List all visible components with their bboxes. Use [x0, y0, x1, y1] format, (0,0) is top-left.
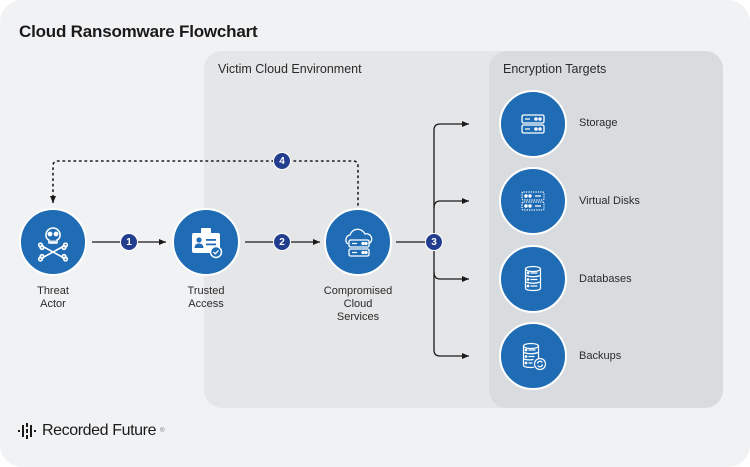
- cloud-server-icon: [345, 228, 373, 257]
- trusted-access-label: Trusted Access: [156, 285, 256, 311]
- database-icon: [524, 265, 542, 292]
- step-badge-4: 4: [273, 152, 291, 170]
- database-backup-icon: [522, 342, 547, 371]
- target-label-backups: Backups: [579, 350, 622, 362]
- step-badge-1: 1: [120, 233, 138, 251]
- threat-actor-node: [19, 208, 87, 276]
- label-line: Services: [336, 311, 380, 323]
- target-label-storage: Storage: [579, 117, 618, 129]
- label-line: Actor: [40, 298, 66, 310]
- recorded-future-mark-icon: [18, 423, 36, 439]
- step-badge-3: 3: [425, 233, 443, 251]
- targets-panel-label: Encryption Targets: [503, 62, 607, 76]
- backups-node: [499, 322, 567, 390]
- victim-panel-label: Victim Cloud Environment: [218, 62, 362, 76]
- step-badge-2: 2: [273, 233, 291, 251]
- label-line: Access: [188, 298, 224, 310]
- id-badge-check-icon: [192, 228, 223, 259]
- threat-actor-label: Threat Actor: [3, 285, 103, 311]
- databases-node: [499, 245, 567, 313]
- logo-text: Recorded Future: [42, 422, 157, 439]
- skull-crossbones-icon: [37, 227, 69, 262]
- registered-mark: ®: [160, 428, 165, 434]
- label-line: Trusted: [187, 285, 225, 297]
- server-stack-icon: [521, 114, 545, 134]
- trusted-access-node: [172, 208, 240, 276]
- storage-node: [499, 90, 567, 158]
- label-line: Cloud: [343, 298, 373, 310]
- compromised-cloud-node: [324, 208, 392, 276]
- label-line: Compromised: [323, 285, 393, 297]
- recorded-future-logo: Recorded Future®: [18, 422, 165, 440]
- label-line: Threat: [37, 285, 69, 297]
- compromised-cloud-label: Compromised Cloud Services: [308, 285, 408, 324]
- virtual-disk-icon: [521, 191, 545, 211]
- target-label-databases: Databases: [579, 273, 632, 285]
- virtual-disks-node: [499, 167, 567, 235]
- target-label-virtual-disks: Virtual Disks: [579, 195, 640, 207]
- page-title: Cloud Ransomware Flowchart: [19, 22, 258, 41]
